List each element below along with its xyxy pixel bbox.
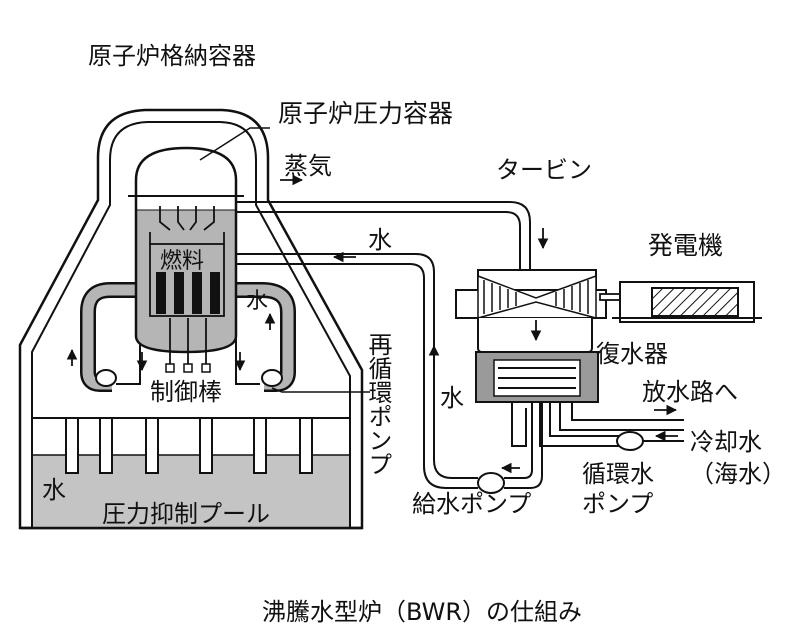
label-water-feed: 水 [440,384,464,412]
label-pressure-vessel: 原子炉圧力容器 [278,99,453,128]
label-condenser: 復水器 [596,340,668,368]
label-feed-pump: 給水ポンプ [412,490,531,518]
caption: 沸騰水型炉（BWR）の仕組み [262,598,582,626]
label-steam: 蒸気 [284,152,332,180]
reactor-pressure-vessel [128,146,244,373]
label-turbine: タービン [496,156,592,184]
circ-pump [616,431,684,451]
label-circ-pump-1: 循環水 [582,460,654,488]
suppression-pool [20,417,362,530]
label-recirc-pump: 再循環ポンプ [364,332,392,476]
label-circ-pump-2: ポンプ [582,490,653,518]
label-water-vessel: 水 [246,289,268,314]
label-seawater: （海水） [690,460,786,488]
recirc-pump-right [261,369,283,387]
label-cooling-water: 冷却水 [690,428,762,456]
label-containment: 原子炉格納容器 [88,42,256,70]
label-water-top: 水 [368,226,392,254]
label-to-discharge: 放水路へ [642,378,738,406]
steam-line [236,201,531,276]
generator [612,281,762,323]
label-fuel: 燃料 [160,249,204,274]
condenser [475,318,684,447]
label-control-rods: 制御棒 [150,378,222,406]
feedwater-line [236,253,543,489]
recirc-pump-left [95,369,117,387]
feed-pump [477,472,505,494]
label-generator: 発電機 [648,231,723,260]
label-water-pool: 水 [42,476,66,504]
flow-arrows [66,174,678,474]
leader-lines [199,127,370,393]
label-suppression-pool: 圧力抑制プール [102,500,270,528]
